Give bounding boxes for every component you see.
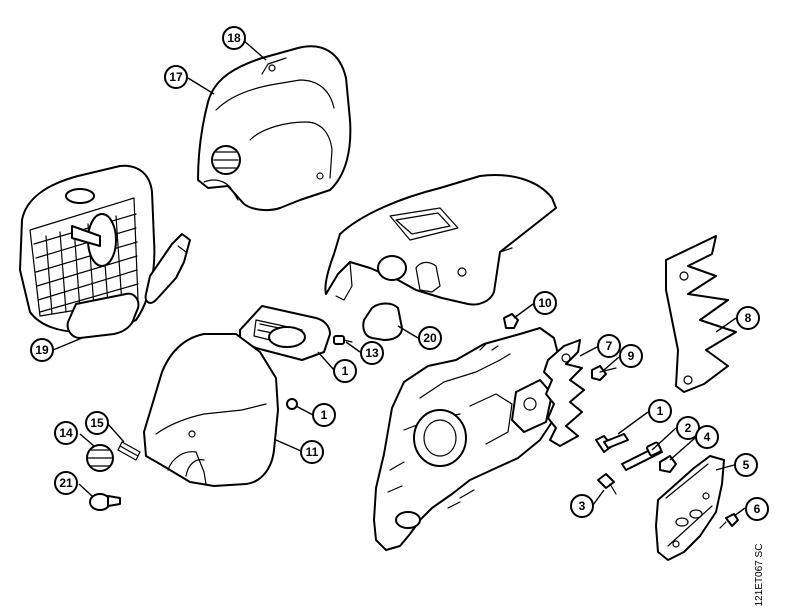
callout-1-stud: 1 (648, 399, 672, 423)
svg-text:17: 17 (169, 70, 183, 84)
part-6-screw-icon (719, 513, 739, 529)
callout-2: 2 (676, 416, 700, 440)
callout-17: 17 (164, 65, 188, 89)
svg-text:13: 13 (365, 346, 379, 360)
part-15-spring-icon (117, 441, 141, 461)
svg-text:6: 6 (754, 502, 761, 516)
svg-text:1: 1 (321, 408, 328, 422)
part-14-knob-icon (86, 444, 114, 472)
reference-code: 121ET067 SC (754, 544, 765, 607)
svg-text:8: 8 (745, 311, 752, 325)
callout-11: 11 (300, 440, 324, 464)
part-7-spike-bumper (543, 339, 585, 447)
part-19-starter-cover (19, 164, 191, 339)
svg-text:3: 3 (579, 499, 586, 513)
svg-text:1: 1 (342, 364, 349, 378)
callout-14: 14 (54, 421, 78, 445)
callout-18: 18 (222, 26, 246, 50)
callout-13: 13 (360, 341, 384, 365)
callout-5: 5 (734, 453, 758, 477)
svg-text:20: 20 (423, 331, 437, 345)
svg-text:1: 1 (657, 404, 664, 418)
part-1-clip-icon (286, 398, 298, 410)
callout-1-filter: 1 (333, 359, 357, 383)
part-17-knob-icon (211, 145, 241, 175)
callout-8: 8 (736, 306, 760, 330)
part-9-bolt-icon (591, 365, 617, 381)
callout-3: 3 (570, 494, 594, 518)
part-13-screw-icon (333, 335, 353, 345)
part-20-filter-pad (362, 302, 403, 341)
svg-text:4: 4 (704, 430, 711, 444)
engine-crankcase (373, 327, 561, 551)
part-1-stud-icon (595, 433, 629, 453)
svg-text:15: 15 (90, 416, 104, 430)
callout-6: 6 (745, 497, 769, 521)
callout-15: 15 (85, 411, 109, 435)
leader-lines (52, 39, 746, 517)
part-3-bolt-icon (597, 473, 617, 495)
callout-4: 4 (695, 425, 719, 449)
svg-text:18: 18 (227, 31, 241, 45)
callout-1-clip: 1 (312, 403, 336, 427)
svg-text:7: 7 (606, 339, 613, 353)
part-11-cylinder-shroud (143, 333, 279, 487)
callout-7: 7 (597, 334, 621, 358)
callout-21: 21 (54, 471, 78, 495)
part-5-side-plate (655, 455, 725, 561)
part-17-shroud (197, 45, 352, 212)
svg-text:10: 10 (538, 296, 552, 310)
air-filter (239, 305, 331, 361)
svg-text:21: 21 (59, 476, 73, 490)
svg-text:14: 14 (59, 426, 73, 440)
callout-20: 20 (418, 326, 442, 350)
part-21-screw-icon (89, 493, 121, 511)
svg-text:2: 2 (685, 421, 692, 435)
svg-text:5: 5 (743, 458, 750, 472)
callout-9: 9 (619, 344, 643, 368)
top-cover (324, 174, 557, 306)
svg-text:9: 9 (628, 349, 635, 363)
callout-10: 10 (533, 291, 557, 315)
part-8-bumper-spike (665, 235, 737, 393)
callout-19: 19 (30, 338, 54, 362)
part-4-nut-icon (659, 455, 677, 473)
svg-text:19: 19 (35, 343, 49, 357)
svg-text:11: 11 (306, 445, 319, 459)
